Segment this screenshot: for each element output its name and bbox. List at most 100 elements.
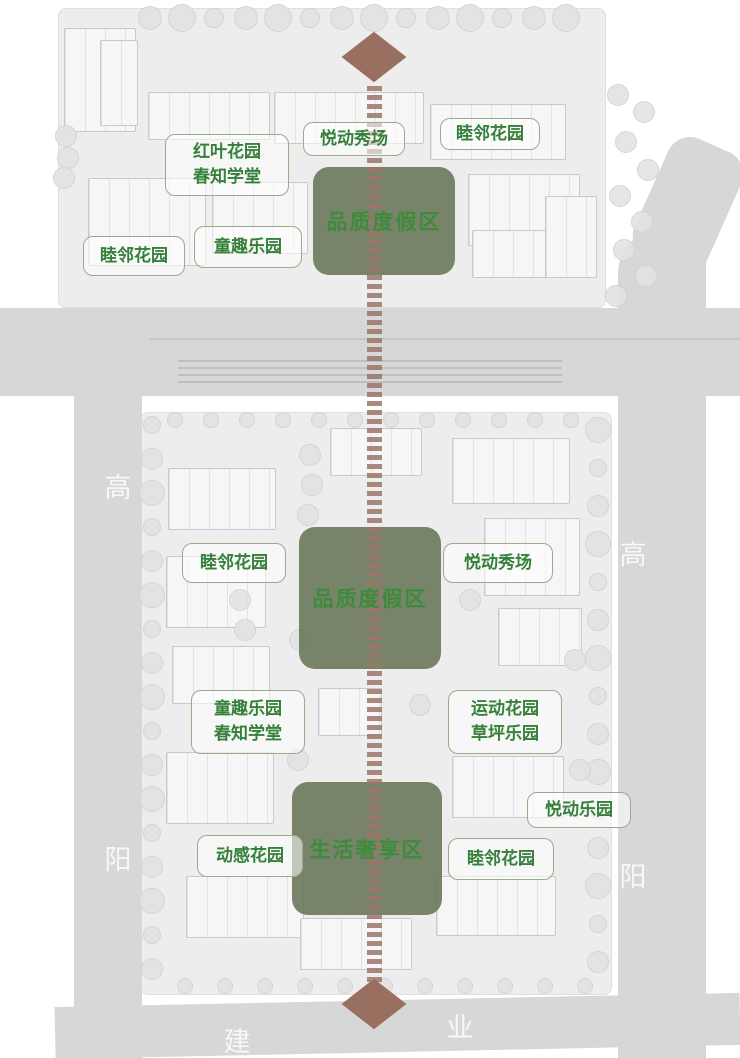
tree xyxy=(139,888,165,914)
tree xyxy=(491,412,507,428)
label-text-line2: 春知学堂 xyxy=(193,167,261,186)
zone-title-text: 品质度假区 xyxy=(312,588,428,611)
central-axis-dashed-line xyxy=(367,86,382,988)
tree xyxy=(589,459,607,477)
label-text-line2: 春知学堂 xyxy=(214,724,282,743)
tree xyxy=(167,3,197,33)
label-show-stage-north: 悦动秀场 xyxy=(303,122,405,156)
tree xyxy=(139,684,165,710)
label-neighbor-garden-northeast: 睦邻花园 xyxy=(440,118,540,150)
tree xyxy=(53,167,75,189)
tree xyxy=(587,495,609,517)
tree xyxy=(263,3,293,33)
building-footprint xyxy=(452,438,570,504)
tree xyxy=(229,589,251,611)
tree xyxy=(607,84,629,106)
street-name-west-upper: 高 xyxy=(104,473,132,503)
tree xyxy=(569,759,591,781)
tree xyxy=(613,239,635,261)
label-text-line2: 草坪乐园 xyxy=(471,724,539,743)
street-name-south-right: 业 xyxy=(446,1013,474,1043)
tree xyxy=(521,5,547,31)
label-kids-park-north: 童趣乐园 xyxy=(194,226,302,268)
label-text: 悦动秀场 xyxy=(320,128,388,148)
tree xyxy=(139,582,165,608)
tree xyxy=(143,416,161,434)
tree xyxy=(257,978,273,994)
building-footprint xyxy=(166,752,274,824)
tree xyxy=(587,951,609,973)
tree xyxy=(275,412,291,428)
tree xyxy=(457,978,473,994)
tree xyxy=(347,412,363,428)
tree xyxy=(497,978,513,994)
tree xyxy=(143,620,161,638)
label-text: 睦邻花园 xyxy=(467,848,535,868)
tree xyxy=(57,147,79,169)
tree xyxy=(203,7,225,29)
road-east-vertical xyxy=(618,228,706,1058)
building-footprint xyxy=(452,756,564,818)
street-name-west-lower: 阳 xyxy=(104,845,132,875)
tree xyxy=(301,474,323,496)
tree xyxy=(419,412,435,428)
tree xyxy=(143,824,161,842)
building-footprint xyxy=(186,876,304,938)
label-neighbor-garden-northwest: 睦邻花园 xyxy=(182,543,286,583)
tree xyxy=(337,978,353,994)
tree xyxy=(527,412,543,428)
tree xyxy=(299,444,321,466)
street-name-south-left: 建 xyxy=(223,1027,251,1057)
tree xyxy=(637,159,659,181)
tree xyxy=(141,550,163,572)
tree xyxy=(329,5,355,31)
tree xyxy=(633,101,655,123)
label-text: 睦邻花园 xyxy=(456,123,524,143)
label-text: 悦动乐园 xyxy=(545,799,613,819)
tree xyxy=(455,412,471,428)
label-text-line1: 红叶花园 xyxy=(193,142,261,162)
tree xyxy=(455,3,485,33)
zone-title-text: 生活奢享区 xyxy=(309,838,425,862)
label-sports-garden-lawn-park: 运动花园 草坪乐园 xyxy=(448,690,562,754)
tree xyxy=(577,978,593,994)
tree xyxy=(585,417,611,443)
label-redleaf-garden-spring-school: 红叶花园 春知学堂 xyxy=(165,134,289,196)
tree xyxy=(395,7,417,29)
label-neighbor-garden-west: 睦邻花园 xyxy=(83,236,185,276)
tree xyxy=(587,609,609,631)
tree xyxy=(141,856,163,878)
tree xyxy=(141,448,163,470)
street-name-east-upper: 高 xyxy=(619,540,647,570)
zone-title-quality-resort-north: 品质度假区 xyxy=(313,167,455,275)
zone-title-luxury-life: 生活奢享区 xyxy=(292,782,442,915)
label-kids-park-spring-school: 童趣乐园 春知学堂 xyxy=(191,690,305,754)
tree xyxy=(143,926,161,944)
tree xyxy=(141,958,163,980)
label-show-stage-south: 悦动秀场 xyxy=(443,543,553,583)
label-text-line1: 运动花园 xyxy=(471,699,539,719)
tree xyxy=(177,978,193,994)
tree xyxy=(297,978,313,994)
tree xyxy=(585,531,611,557)
tree xyxy=(167,412,183,428)
label-text: 睦邻花园 xyxy=(100,245,168,265)
tree xyxy=(459,589,481,611)
tree xyxy=(299,7,321,29)
tree xyxy=(589,687,607,705)
label-joy-park: 悦动乐园 xyxy=(527,792,631,828)
tree xyxy=(297,504,319,526)
tree xyxy=(615,131,637,153)
building-footprint xyxy=(545,196,597,278)
tree xyxy=(55,125,77,147)
tree xyxy=(234,619,256,641)
tree xyxy=(491,7,513,29)
building-footprint xyxy=(168,468,276,530)
tree xyxy=(585,873,611,899)
zone-box-quality-resort-north xyxy=(313,167,455,275)
tree xyxy=(141,754,163,776)
label-text: 童趣乐园 xyxy=(214,236,282,256)
zone-title-text: 品质度假区 xyxy=(326,211,442,234)
tree xyxy=(239,412,255,428)
